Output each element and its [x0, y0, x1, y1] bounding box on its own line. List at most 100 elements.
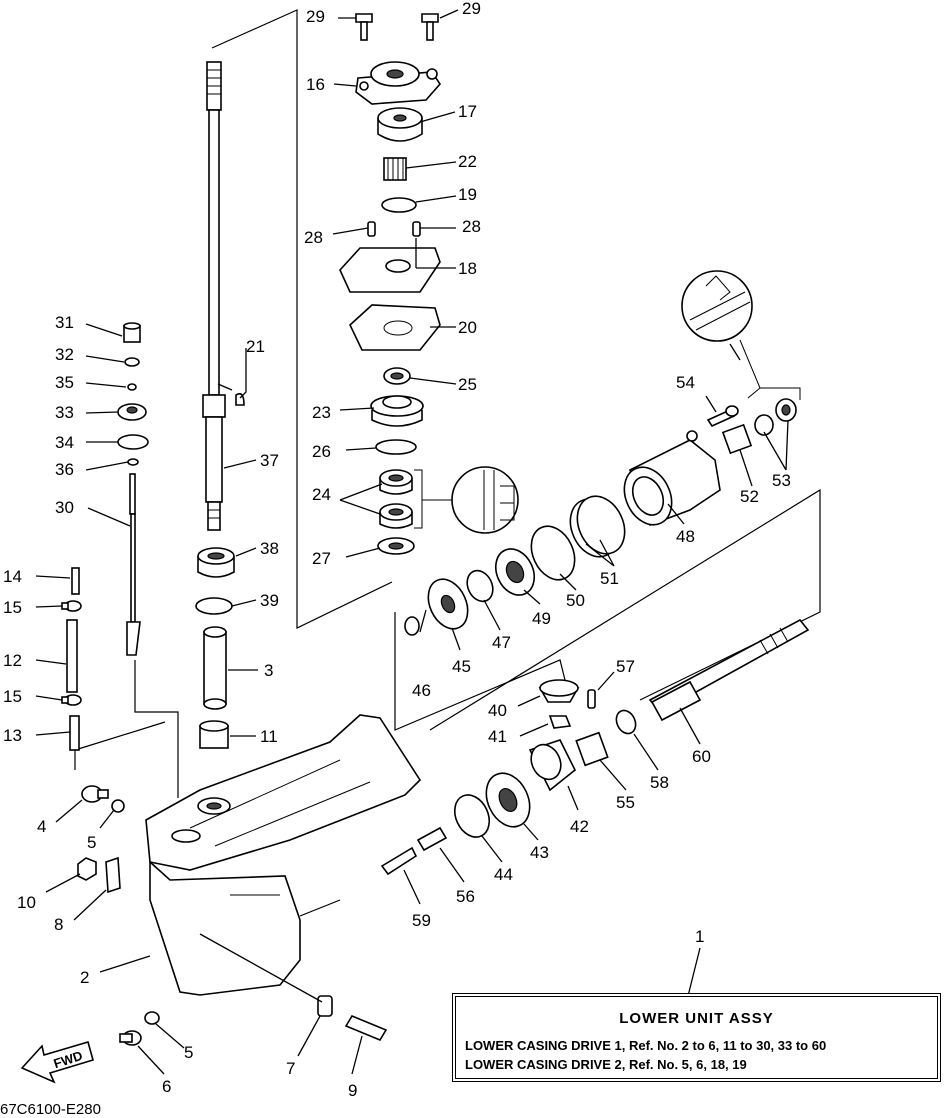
callout-15a: 15 [3, 598, 22, 617]
bolt-6 [119, 1030, 142, 1046]
ball-bearing-49 [494, 548, 536, 596]
shim-44 [453, 794, 491, 838]
callout-60: 60 [692, 747, 711, 766]
circlip-35 [127, 383, 137, 391]
callout-16: 16 [306, 75, 325, 94]
callout-6: 6 [162, 1077, 171, 1096]
connector-13 [69, 715, 80, 751]
pinion-nut [548, 715, 572, 729]
legend-box: LOWER UNIT ASSY LOWER CASING DRIVE 1, Re… [452, 993, 941, 1082]
callout-42: 42 [570, 817, 589, 836]
callout-51: 51 [600, 569, 619, 588]
washer-46 [404, 616, 420, 636]
dog-clutch [575, 731, 609, 767]
callout-21: 21 [246, 337, 265, 356]
callout-32: 32 [55, 345, 74, 364]
washer-36 [127, 458, 139, 466]
legend-line-drive-1: LOWER CASING DRIVE 1, Ref. No. 2 to 6, 1… [465, 1038, 827, 1053]
spring-58 [615, 709, 637, 735]
callout-29a: 29 [306, 7, 325, 26]
bolt-29-right [421, 13, 439, 41]
o-ring-26 [375, 439, 417, 455]
callout-47: 47 [492, 633, 511, 652]
oil-seal-housing [370, 395, 424, 427]
callout-38: 38 [260, 539, 279, 558]
callout-14: 14 [3, 567, 22, 586]
seal-bracket [747, 387, 801, 400]
callout-25: 25 [458, 375, 477, 394]
clip-15-upper [61, 600, 82, 612]
callout-5b: 5 [184, 1043, 193, 1062]
callout-41: 41 [488, 727, 507, 746]
callout-5a: 5 [87, 833, 96, 852]
bolt-54 [706, 405, 739, 428]
callout-1: 1 [695, 927, 704, 946]
outer-plate-cartridge [339, 247, 441, 293]
spacer-31 [123, 322, 141, 343]
callout-54: 54 [676, 373, 695, 392]
shift-rod [126, 473, 141, 656]
bearing-pair-bracket [414, 469, 452, 529]
callout-43: 43 [530, 843, 549, 862]
callout-17: 17 [458, 102, 477, 121]
plate-7 [317, 995, 333, 1017]
shift-plunger [380, 846, 418, 876]
washer-5-lower [144, 1011, 160, 1025]
callout-20: 20 [458, 318, 477, 337]
anode-plate-8 [105, 856, 121, 894]
callout-10: 10 [17, 893, 36, 912]
callout-37: 37 [260, 451, 279, 470]
washer-39 [195, 597, 233, 615]
bolt-29-left [355, 13, 373, 41]
callout-26: 26 [312, 442, 331, 461]
callout-4: 4 [37, 817, 46, 836]
callout-48: 48 [676, 527, 695, 546]
callout-24: 24 [312, 485, 331, 504]
callout-29b: 29 [462, 0, 481, 18]
callout-57: 57 [616, 657, 635, 676]
callout-7: 7 [286, 1059, 295, 1078]
callout-50: 50 [566, 591, 585, 610]
callout-31: 31 [55, 313, 74, 332]
bushing-38 [197, 547, 235, 578]
callout-28b: 28 [462, 217, 481, 236]
screw-9 [344, 1014, 388, 1042]
shim-27 [377, 537, 415, 555]
callout-8: 8 [54, 915, 63, 934]
nut-32 [124, 357, 140, 367]
bolt-14 [71, 567, 80, 595]
drawing-code: 67C6100-E280 [0, 1101, 101, 1118]
clip-15-lower [61, 694, 82, 706]
callout-23: 23 [312, 403, 331, 422]
pinion-gear [538, 679, 580, 703]
callout-22: 22 [458, 152, 477, 171]
callout-3: 3 [264, 661, 273, 680]
bearing-24-lower [379, 503, 413, 529]
propeller-shaft [648, 618, 810, 722]
callout-56: 56 [456, 887, 475, 906]
callout-45: 45 [452, 657, 471, 676]
callout-27: 27 [312, 549, 331, 568]
needle-bearing-11 [199, 720, 229, 749]
leader-lines [35, 9, 789, 1075]
washer-5-upper [111, 799, 125, 813]
legend-line-drive-2: LOWER CASING DRIVE 2, Ref. No. 5, 6, 18,… [465, 1057, 747, 1072]
callout-11: 11 [260, 727, 278, 746]
shift-rod-extension-12 [66, 619, 78, 693]
tapered-bearing-43 [485, 772, 531, 828]
callout-9: 9 [348, 1081, 357, 1100]
bushing-52 [721, 423, 753, 455]
bearing-24-upper [379, 469, 413, 495]
impeller [383, 157, 407, 181]
gasket-20 [349, 304, 441, 351]
insert-cartridge [377, 107, 423, 142]
water-pump-housing [355, 61, 442, 105]
callout-52: 52 [740, 487, 759, 506]
bolt-4 [81, 785, 109, 803]
callout-19: 19 [458, 185, 477, 204]
forward-arrow: FWD [20, 1041, 94, 1084]
legend-title: LOWER UNIT ASSY [619, 1010, 774, 1027]
callout-33: 33 [55, 403, 74, 422]
o-ring-19 [381, 197, 417, 213]
